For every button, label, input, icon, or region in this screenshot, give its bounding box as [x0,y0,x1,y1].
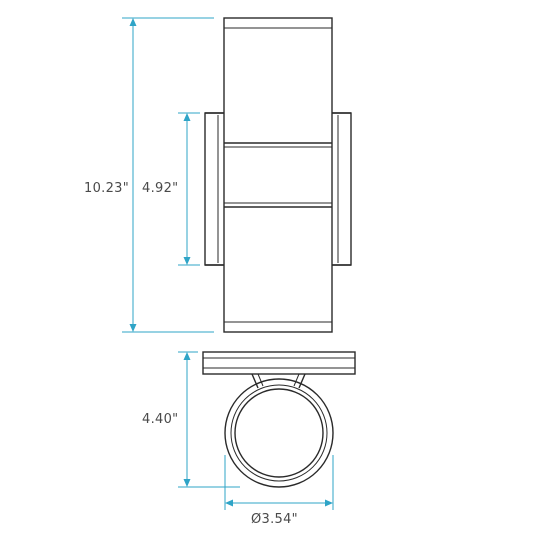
backplate-height-label: 4.92" [142,181,178,196]
overall-height-dimension: 10.23" [84,17,214,333]
diameter-dimension: Ø3.54" [224,455,334,527]
diameter-label: Ø3.54" [251,512,298,527]
projection-dimension: 4.40" [142,351,240,488]
front-view [204,17,352,333]
cylinder-body [223,17,333,333]
top-view-wall-plate [202,351,356,375]
top-view [202,351,356,488]
mounting-arm [251,373,306,389]
projection-label: 4.40" [142,412,178,427]
backplate-height-dimension: 4.92" [142,112,200,266]
overall-height-label: 10.23" [84,181,129,196]
cylinder-inner-ring [234,388,324,478]
cylinder-middle-ring [230,384,328,482]
cylinder-outer-ring [224,378,334,488]
